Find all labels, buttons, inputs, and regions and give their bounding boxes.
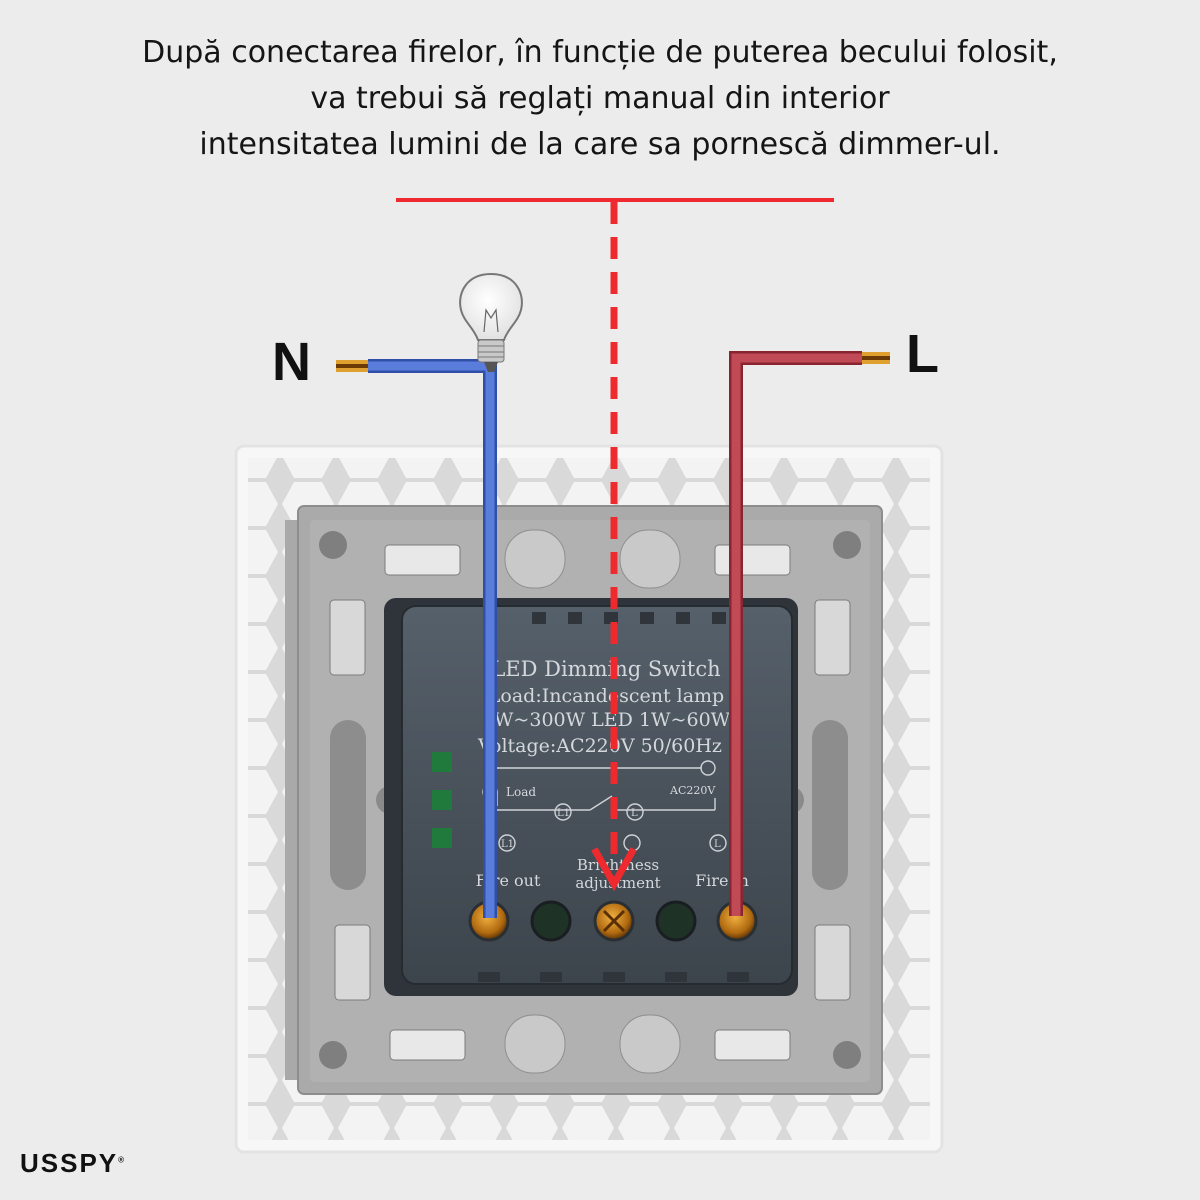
terminal-l1-top: L1	[557, 808, 570, 819]
instruction-caption: După conectarea firelor, în funcție de p…	[0, 30, 1200, 168]
neutral-label: N	[272, 332, 311, 392]
blank-terminal-right	[655, 900, 697, 942]
caption-line-2: va trebui să reglați manual din interior	[310, 81, 890, 116]
load-label: Load	[506, 785, 536, 799]
terminal-l-bottom: L	[714, 839, 721, 850]
live-label: L	[906, 324, 939, 384]
light-bulb-icon	[459, 272, 523, 372]
terminal-l1-bottom: L1	[501, 839, 514, 850]
caption-line-3: intensitatea lumini de la care sa pornes…	[199, 127, 1001, 162]
brand-logo: USSPY®	[20, 1148, 124, 1179]
registered-mark: ®	[118, 1155, 125, 1165]
module-power-spec: 1W~300W LED 1W~60W	[482, 709, 731, 731]
live-wire	[729, 351, 890, 916]
adjustment-pointer-arrow	[591, 202, 637, 892]
terminal-l-top: L	[631, 808, 638, 819]
module-load-spec: Load:Incandescent lamp	[488, 685, 724, 707]
logo-text: USSPY	[20, 1148, 119, 1178]
brightness-adjust-screw	[593, 900, 635, 942]
blank-terminal-left	[530, 900, 572, 942]
module-voltage-spec: Voltage:AC220V 50/60Hz	[477, 735, 722, 757]
module-title: LED Dimming Switch	[491, 657, 720, 681]
ac-label: AC220V	[669, 784, 716, 797]
caption-line-1: După conectarea firelor, în funcție de p…	[142, 35, 1058, 70]
